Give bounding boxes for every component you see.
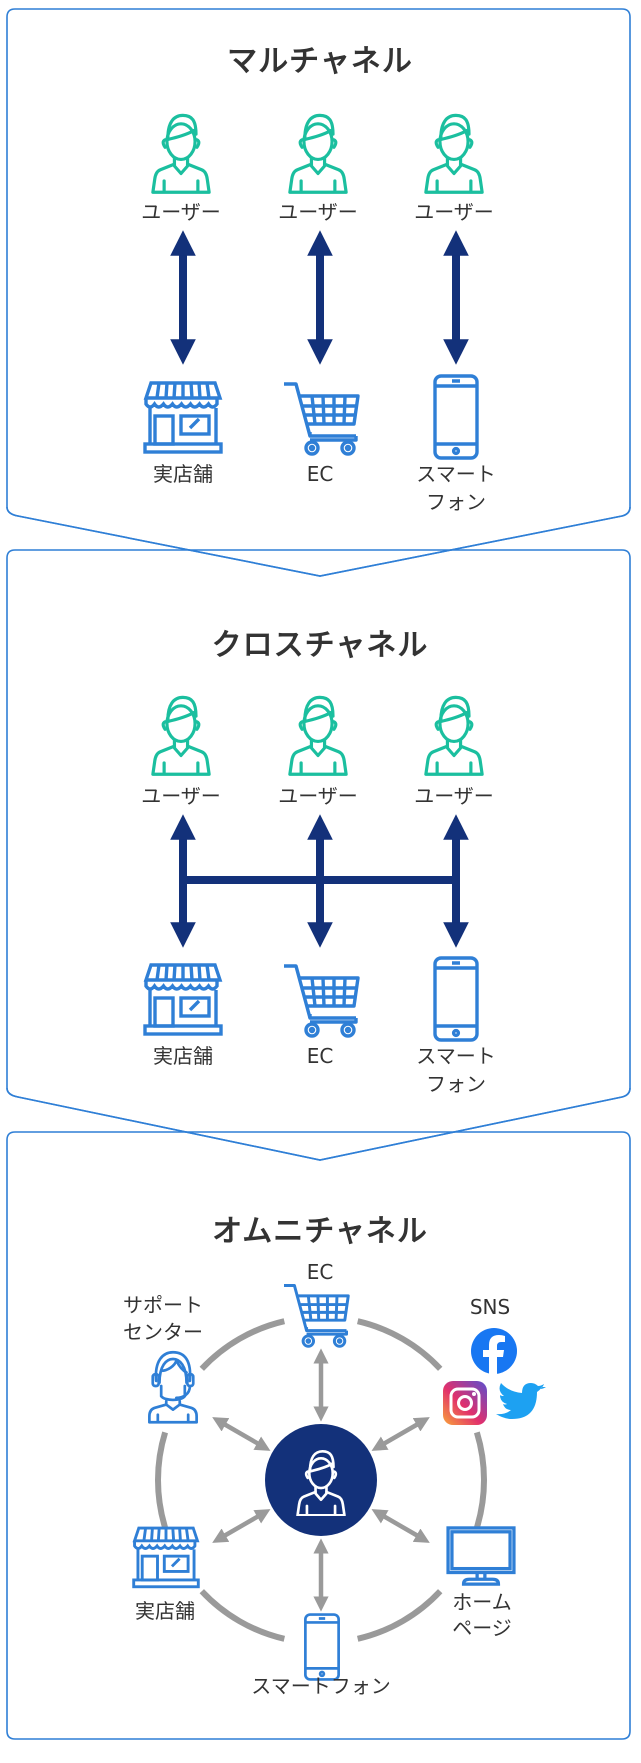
- user-label: ユーザー: [414, 784, 494, 808]
- support-label-line2: センター: [123, 1320, 203, 1344]
- double-arrow: [371, 1417, 430, 1451]
- user-label: ユーザー: [141, 200, 221, 224]
- cross-users: [151, 695, 484, 776]
- ec-label: EC: [306, 1044, 334, 1068]
- instagram-icon: [443, 1381, 487, 1425]
- smartphone-label-line2: フォン: [426, 1072, 486, 1096]
- support-label-line1: サポート: [123, 1293, 203, 1317]
- store-label: 実店舗: [135, 1599, 195, 1623]
- cross-box-chevron-overlay: [6, 1087, 631, 1161]
- facebook-icon: [471, 1328, 517, 1374]
- ring-arc: [199, 1589, 286, 1642]
- cross-title: クロスチャネル: [211, 628, 429, 663]
- ring-arc: [199, 1318, 286, 1371]
- store-label: 実店舗: [153, 462, 213, 486]
- double-arrow: [212, 1417, 271, 1451]
- multi-box-chevron-overlay: [6, 506, 631, 577]
- cart-icon: [282, 1283, 350, 1348]
- ec-label: EC: [306, 1260, 334, 1284]
- monitor-icon: [446, 1526, 516, 1586]
- user-label: ユーザー: [414, 200, 494, 224]
- smartphone-label: スマートフォン: [251, 1674, 391, 1698]
- homepage-label-line2: ページ: [452, 1616, 512, 1640]
- user-icon: [424, 695, 484, 776]
- user-icon: [288, 695, 348, 776]
- store-icon: [132, 1526, 200, 1589]
- user-label: ユーザー: [141, 784, 221, 808]
- user-icon: [151, 695, 211, 776]
- cross-arrows: [170, 814, 469, 948]
- smartphone-label-line2: フォン: [426, 490, 486, 514]
- smartphone-label-line1: スマート: [416, 462, 496, 486]
- omni-title: オムニチャネル: [212, 1214, 428, 1249]
- smartphone-icon: [433, 956, 479, 1042]
- ring-arc: [154, 1431, 168, 1529]
- double-arrow: [371, 1509, 430, 1543]
- multi-title: マルチャネル: [227, 44, 413, 79]
- smartphone-label-line1: スマート: [416, 1044, 496, 1068]
- homepage-label-line1: ホーム: [452, 1590, 512, 1614]
- user-label: ユーザー: [278, 200, 358, 224]
- store-label: 実店舗: [153, 1044, 213, 1068]
- ring-arc: [356, 1318, 443, 1371]
- double-arrow: [212, 1509, 271, 1543]
- cart-icon: [282, 964, 360, 1038]
- ring-arc: [474, 1431, 488, 1529]
- channel-ring: [154, 1318, 488, 1642]
- smartphone-icon: [303, 1613, 341, 1681]
- ec-label: EC: [306, 462, 334, 486]
- spoke-arrows: [212, 1348, 430, 1612]
- multi-arrows: [170, 230, 469, 365]
- store-icon: [143, 963, 223, 1036]
- customer-circle: [265, 1424, 377, 1536]
- omni-box-outline: [6, 1131, 631, 1740]
- twitter-icon: [496, 1383, 546, 1419]
- support-center-icon: [147, 1350, 199, 1424]
- ring-arc: [356, 1589, 443, 1642]
- user-label: ユーザー: [278, 784, 358, 808]
- sns-label: SNS: [469, 1295, 511, 1319]
